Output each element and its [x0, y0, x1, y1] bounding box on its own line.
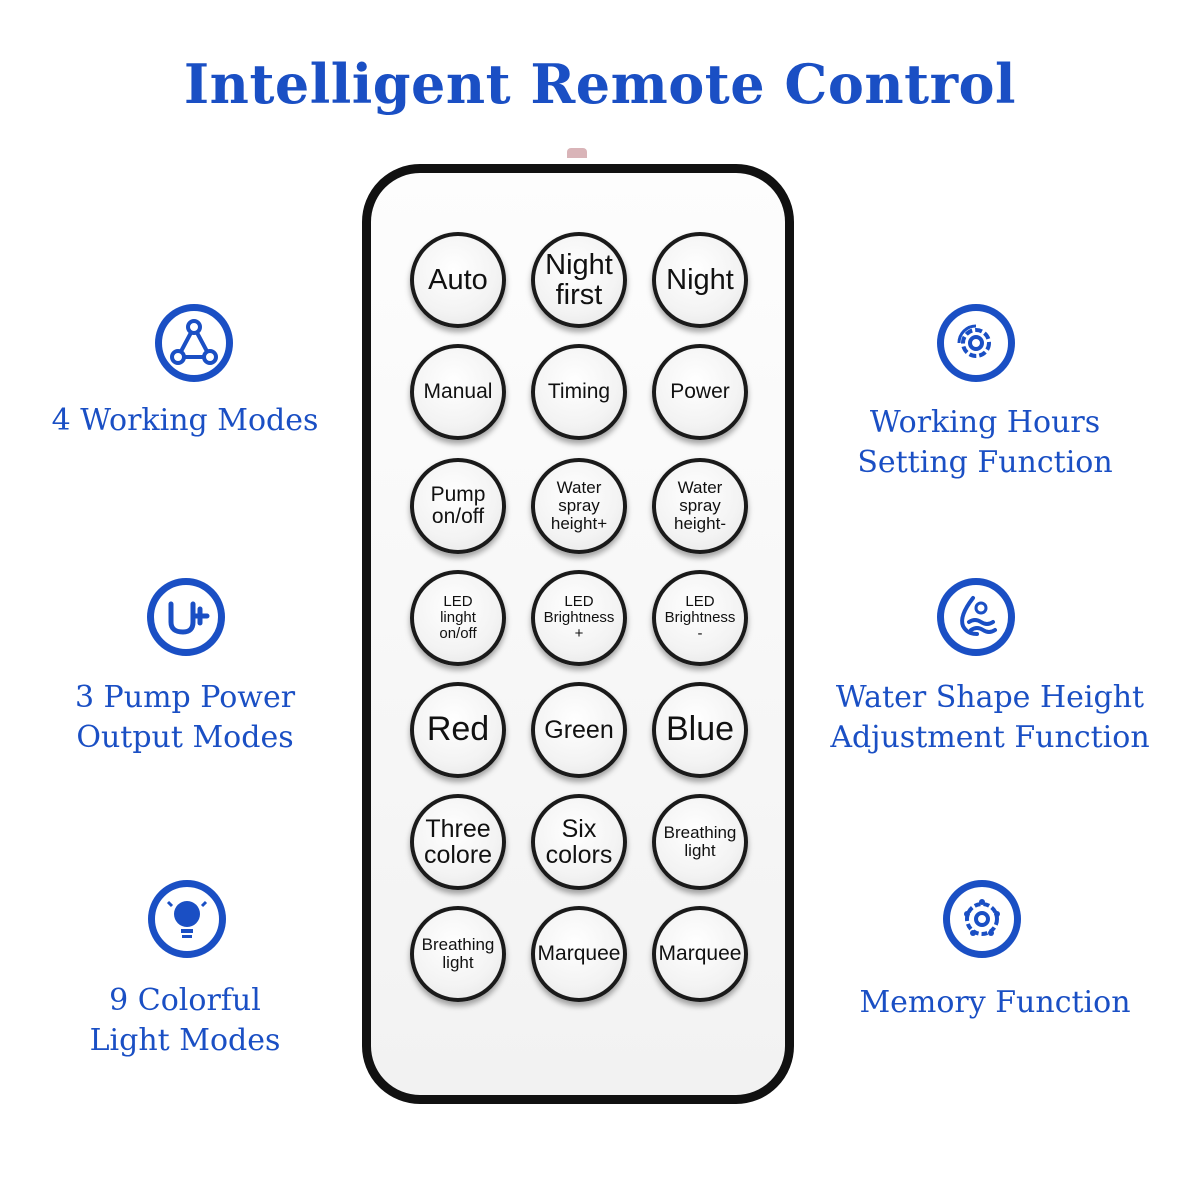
- water-spray-height-up-button[interactable]: Water spray height+: [531, 458, 627, 554]
- breathing-light-button-2[interactable]: Breathing light: [410, 906, 506, 1002]
- water-drop-icon: [937, 578, 1015, 656]
- ir-emitter: [567, 148, 587, 158]
- three-colors-button[interactable]: Three colore: [410, 794, 506, 890]
- pump-on-off-button[interactable]: Pump on/off: [410, 458, 506, 554]
- feature-label-water-shape: Water Shape Height Adjustment Function: [830, 680, 1150, 755]
- feature-label-light-modes: 9 Colorful Light Modes: [89, 983, 281, 1058]
- led-light-on-off-button[interactable]: LED linght on/off: [410, 570, 506, 666]
- feature-label-memory: Memory Function: [859, 985, 1131, 1020]
- power-button[interactable]: Power: [652, 344, 748, 440]
- pump-plus-icon: [147, 578, 225, 656]
- red-button[interactable]: Red: [410, 682, 506, 778]
- memory-gear-icon: [943, 880, 1021, 958]
- gear-settings-icon: [937, 304, 1015, 382]
- manual-button[interactable]: Manual: [410, 344, 506, 440]
- marquee-button[interactable]: Marquee: [531, 906, 627, 1002]
- water-spray-height-down-button[interactable]: Water spray height-: [652, 458, 748, 554]
- breathing-light-button[interactable]: Breathing light: [652, 794, 748, 890]
- green-button[interactable]: Green: [531, 682, 627, 778]
- auto-button[interactable]: Auto: [410, 232, 506, 328]
- light-bulb-icon: [148, 880, 226, 958]
- night-button[interactable]: Night: [652, 232, 748, 328]
- page-title: Intelligent Remote Control: [183, 52, 1017, 116]
- timing-button[interactable]: Timing: [531, 344, 627, 440]
- six-colors-button[interactable]: Six colors: [531, 794, 627, 890]
- led-brightness-up-button[interactable]: LED Brightness +: [531, 570, 627, 666]
- marquee-button-2[interactable]: Marquee: [652, 906, 748, 1002]
- led-brightness-down-button[interactable]: LED Brightness -: [652, 570, 748, 666]
- night-first-button[interactable]: Night first: [531, 232, 627, 328]
- blue-button[interactable]: Blue: [652, 682, 748, 778]
- feature-label-pump-power: 3 Pump Power Output Modes: [74, 680, 296, 755]
- feature-label-working-hours: Working Hours Setting Function: [857, 405, 1113, 480]
- feature-label-working-modes: 4 Working Modes: [51, 403, 319, 438]
- network-triangle-icon: [155, 304, 233, 382]
